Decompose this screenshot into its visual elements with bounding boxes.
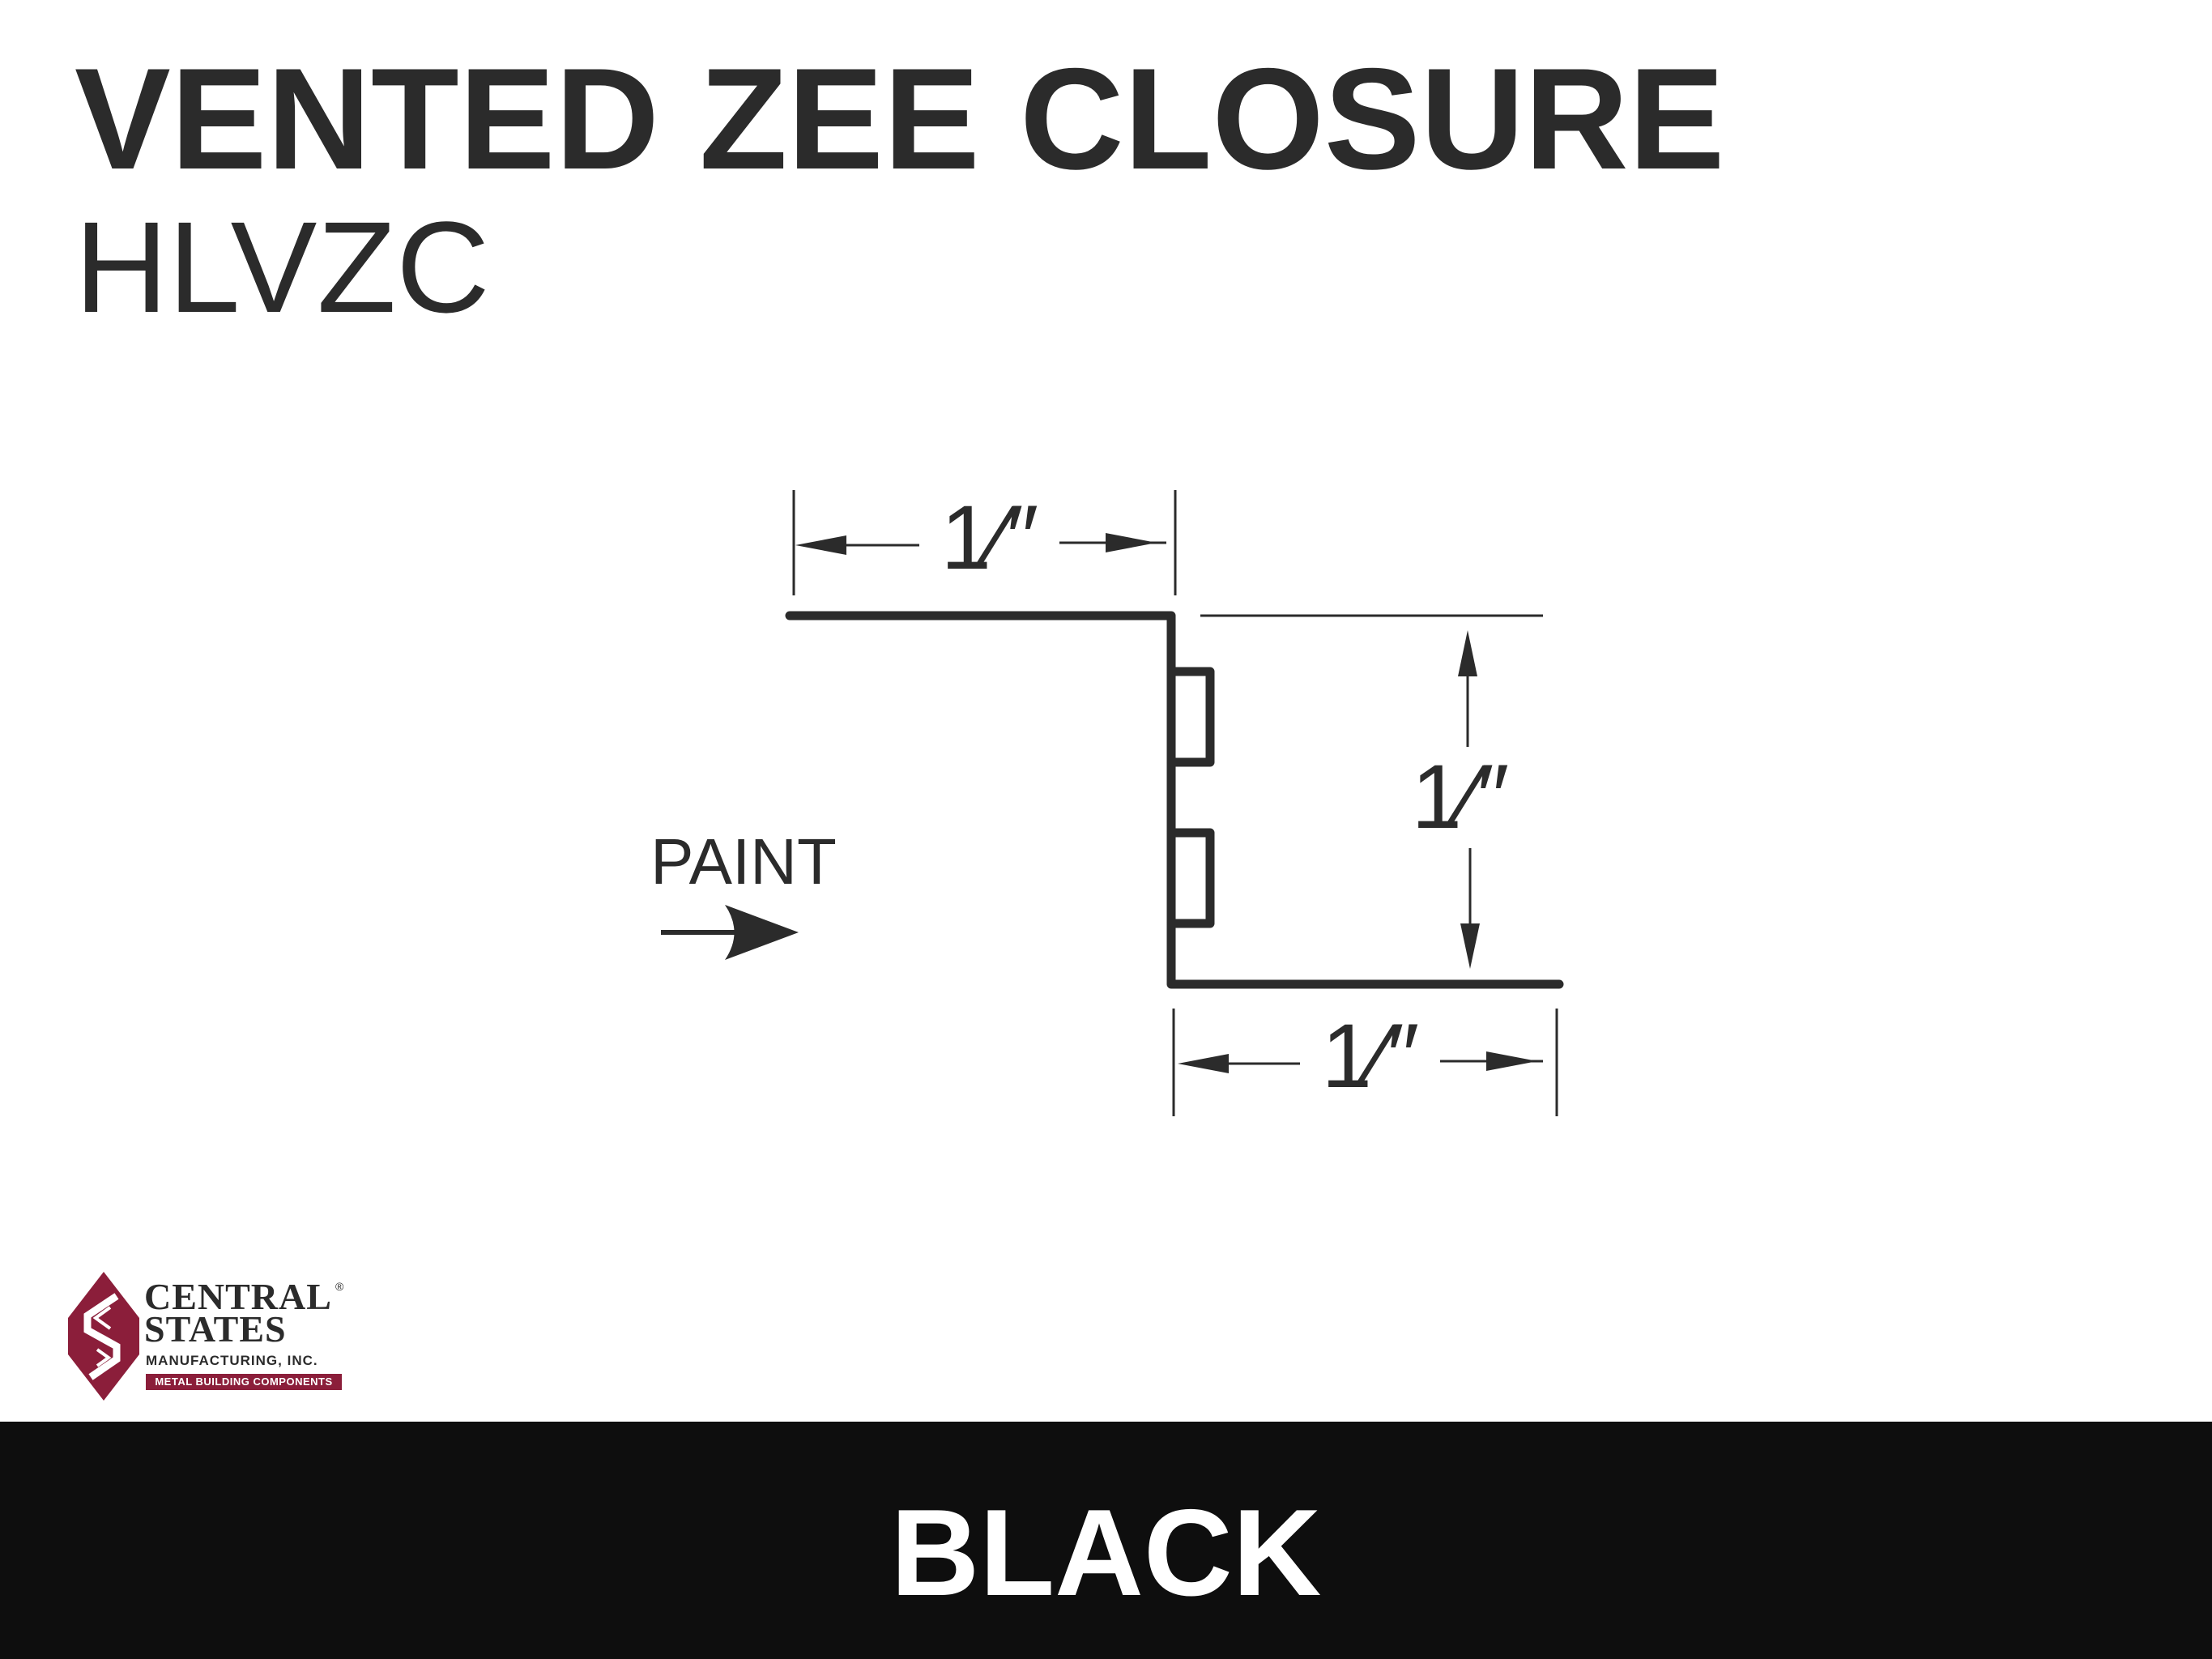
vent-tab-lower [1166, 828, 1215, 928]
dimension-bottom-flange: 1⁄″ [1172, 1005, 1558, 1116]
dimension-top-flange: 1⁄″ [792, 487, 1177, 595]
product-title: VENTED ZEE CLOSURE [75, 38, 1725, 199]
dimension-web-height: 1⁄″ [1200, 614, 1543, 969]
arrowhead [1486, 1051, 1537, 1071]
color-name: BLACK [890, 1484, 1322, 1622]
arrowhead [1460, 923, 1480, 969]
zee-closure-diagram: 1⁄″ 1⁄″ 1⁄″ PAINT [650, 487, 1564, 1116]
logo-band: METAL BUILDING COMPONENTS [146, 1374, 342, 1390]
paint-label: PAINT [650, 825, 837, 898]
dimension-label: 1⁄″ [1412, 746, 1510, 847]
profile-outline [785, 611, 1564, 989]
arrowhead [795, 535, 846, 555]
product-code: HLVZC [75, 194, 490, 339]
logo-band-text: METAL BUILDING COMPONENTS [155, 1375, 333, 1388]
paint-arrow-head [725, 905, 799, 960]
arrowhead [1178, 1054, 1229, 1073]
logo-line-states: STATES [144, 1308, 287, 1350]
logo-s-inner [96, 1348, 112, 1367]
paint-indicator: PAINT [650, 825, 837, 960]
logo-s-shape [83, 1293, 121, 1380]
dimension-label: 1⁄″ [941, 487, 1039, 588]
logo-s-inner [92, 1306, 112, 1330]
arrowhead [1458, 630, 1477, 676]
logo-mark [68, 1272, 139, 1401]
zee-profile [785, 611, 1564, 989]
logo-line-manufacturing: MANUFACTURING, INC. [146, 1353, 318, 1368]
color-footer-bar: BLACK [0, 1422, 2212, 1659]
logo-line-central: CENTRAL [144, 1276, 332, 1317]
arrowhead [1106, 533, 1157, 552]
vent-tab-upper [1166, 667, 1215, 767]
company-logo: CENTRAL ® STATES MANUFACTURING, INC. MET… [63, 1265, 347, 1403]
logo-registered-mark: ® [335, 1280, 344, 1293]
logo-text: CENTRAL ® STATES MANUFACTURING, INC. MET… [144, 1265, 347, 1395]
dimension-label: 1⁄″ [1322, 1005, 1420, 1107]
